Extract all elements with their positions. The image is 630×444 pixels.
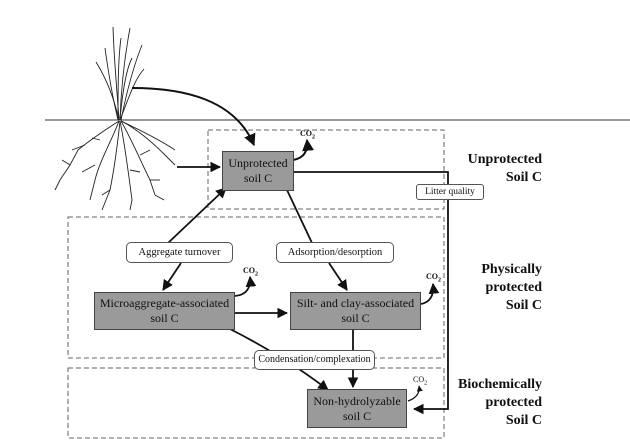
zone-label-biochemically-protected: Biochemically protected Soil C	[458, 377, 542, 428]
zone-box-physically-protected	[67, 216, 445, 359]
pool-line: Unprotected	[228, 156, 288, 170]
arrow-shoot-to-unprotected	[131, 87, 256, 147]
arrow-nonhydrolyzable-co2	[407, 385, 423, 402]
pool-unprotected-soil-c: Unprotected soil C	[222, 151, 294, 191]
pool-line: soil C	[243, 171, 273, 185]
arrow-silt-clay-co2	[420, 282, 440, 305]
process-litter-quality: Litter quality	[416, 184, 484, 200]
pool-microaggregate-soil-c: Microaggregate-associated soil C	[94, 292, 235, 330]
arrow-aggregate-turnover-down	[162, 262, 182, 291]
arrow-unprotected-to-adsorption	[286, 189, 313, 244]
pool-line: Non-hydrolyzable	[313, 393, 401, 408]
arrow-unprotected-co2	[292, 138, 315, 161]
zone-label-physically-protected: Physically protected Soil C	[481, 262, 542, 313]
pool-line: soil C	[342, 408, 372, 423]
arrow-aggregate-turnover-up	[167, 187, 227, 244]
plant-icon	[54, 26, 176, 211]
co2-label-microaggregate: CO2	[243, 266, 258, 278]
pool-line: Microaggregate-associated	[99, 296, 230, 310]
process-adsorption-desorption: Adsorption/desorption	[276, 242, 394, 263]
process-condensation-complexation: Condensation/complexation	[254, 350, 375, 370]
pool-line: soil C	[341, 311, 370, 325]
arrow-adsorption-to-silt-clay	[328, 262, 348, 291]
co2-label-unprotected: CO2	[300, 129, 315, 141]
pool-silt-clay-soil-c: Silt- and clay-associated soil C	[290, 292, 421, 330]
co2-label-non-hydrolyzable: CO2	[413, 375, 428, 387]
pool-non-hydrolyzable-soil-c: Non-hydrolyzable soil C	[307, 389, 407, 428]
process-aggregate-turnover: Aggregate turnover	[126, 242, 233, 263]
arrow-micro-co2	[234, 275, 257, 297]
arrow-litter-quality-line	[294, 171, 449, 415]
zone-label-unprotected: Unprotected Soil C	[467, 152, 542, 185]
pool-line: soil C	[150, 311, 179, 325]
co2-label-silt-clay: CO2	[426, 272, 441, 284]
zone-box-unprotected	[207, 129, 445, 210]
pool-line: Silt- and clay-associated	[296, 296, 415, 310]
